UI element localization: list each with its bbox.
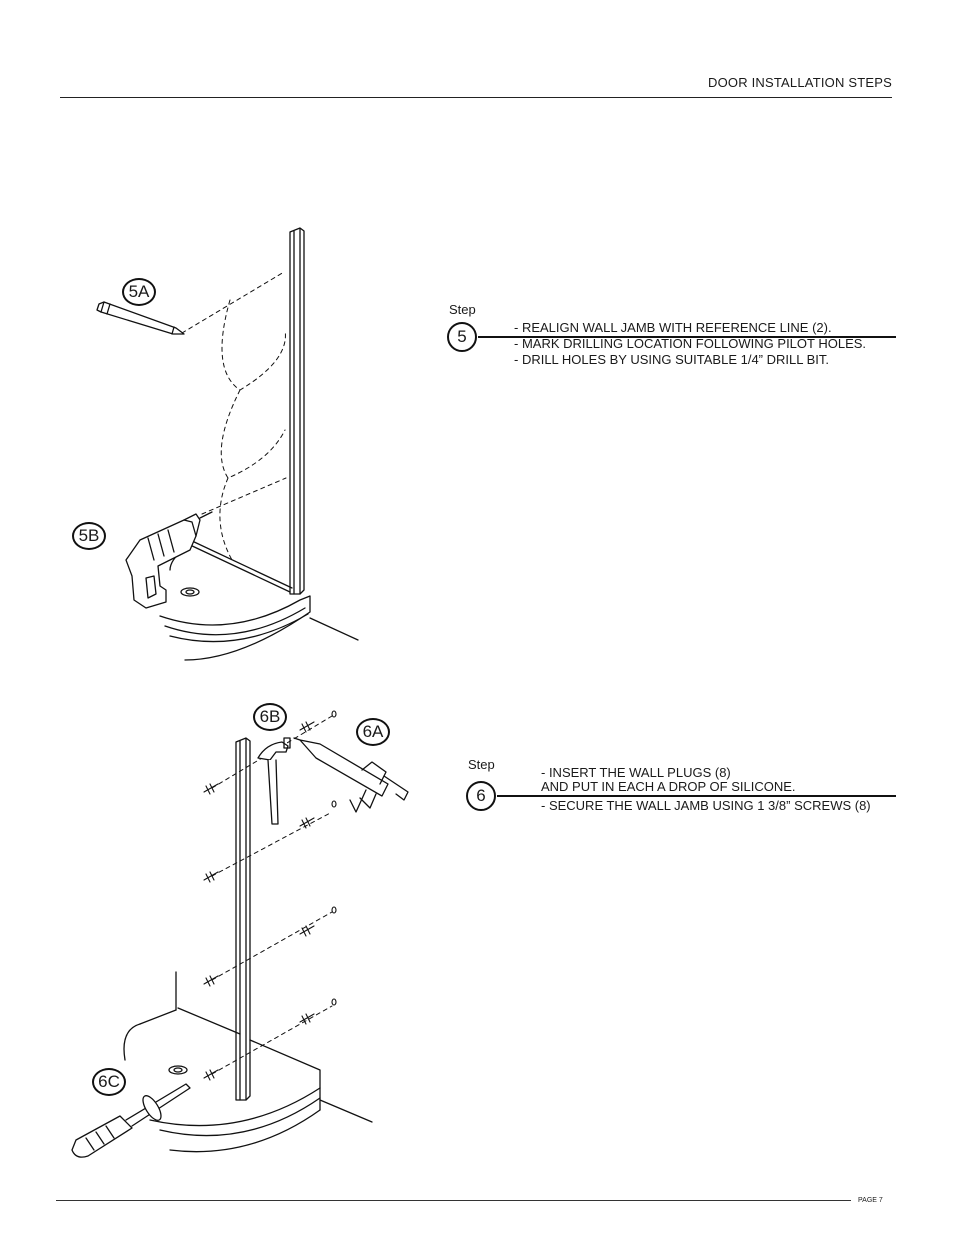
step-5-label: Step [449, 302, 476, 317]
step-5-leader-line [478, 336, 896, 338]
screws-icon [203, 710, 337, 1081]
step-6-instruction-2: AND PUT IN EACH A DROP OF SILICONE. [541, 779, 796, 794]
step-6-number: 6 [466, 781, 496, 811]
footer-divider [56, 1200, 851, 1201]
page-title: DOOR INSTALLATION STEPS [708, 75, 892, 90]
callout-5a: 5A [122, 278, 156, 306]
wall-jamb-step6 [235, 737, 251, 1101]
step-6-instruction-1: - INSERT THE WALL PLUGS (8) [541, 765, 731, 780]
page-number: PAGE 7 [858, 1197, 883, 1204]
shower-base-step5 [159, 535, 359, 661]
screw-guide-lines [211, 715, 333, 1075]
pencil-icon [96, 301, 185, 335]
step-6-label: Step [468, 757, 495, 772]
drilling-guide-lines [181, 271, 287, 561]
step-6-leader-line [497, 795, 896, 797]
shower-base-step6 [123, 971, 373, 1153]
drill-icon [125, 511, 213, 609]
step-5-number: 5 [447, 322, 477, 352]
step-5-instruction-3: - DRILL HOLES BY USING SUITABLE 1/4” DRI… [514, 352, 829, 367]
step-6-instruction-3: - SECURE THE WALL JAMB USING 1 3/8” SCRE… [541, 798, 871, 813]
wall-jamb-step5 [289, 227, 305, 595]
step-5-instruction-2: - MARK DRILLING LOCATION FOLLOWING PILOT… [514, 336, 867, 351]
header-divider [60, 97, 892, 98]
callout-6c: 6C [92, 1068, 126, 1096]
hammer-icon [257, 737, 291, 825]
step-5-instruction-1: - REALIGN WALL JAMB WITH REFERENCE LINE … [514, 320, 832, 335]
callout-5b: 5B [72, 522, 106, 550]
callout-6b: 6B [253, 703, 287, 731]
callout-6a: 6A [356, 718, 390, 746]
caulking-gun-icon [293, 737, 409, 813]
screwdriver-icon [71, 1083, 191, 1158]
